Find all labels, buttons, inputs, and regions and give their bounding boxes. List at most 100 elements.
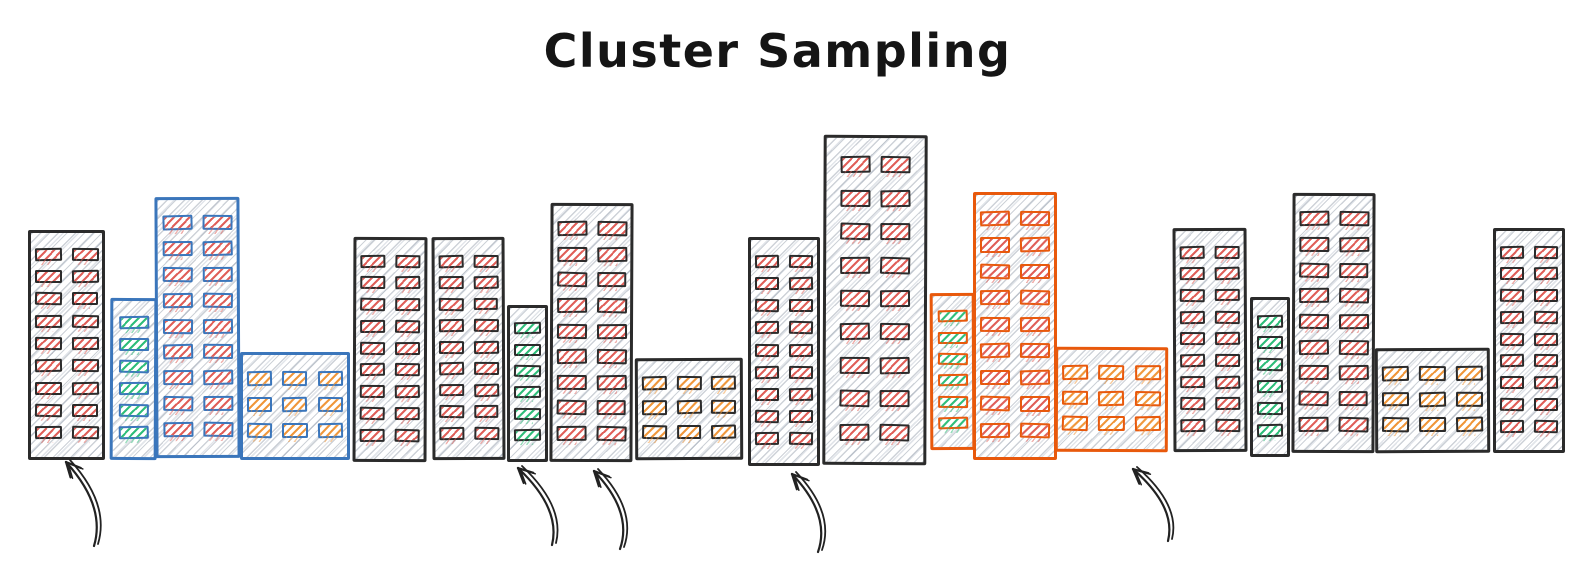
building-7 bbox=[507, 305, 548, 462]
window bbox=[840, 189, 871, 207]
window bbox=[1214, 245, 1240, 259]
building-6 bbox=[431, 236, 506, 461]
window bbox=[162, 266, 193, 283]
window bbox=[34, 359, 62, 373]
window bbox=[439, 383, 464, 397]
window bbox=[246, 370, 273, 387]
window bbox=[1338, 391, 1368, 407]
window bbox=[317, 422, 344, 439]
window bbox=[513, 386, 542, 399]
window bbox=[840, 155, 871, 174]
window bbox=[1179, 288, 1205, 302]
window bbox=[596, 400, 626, 416]
window bbox=[1180, 397, 1206, 411]
window bbox=[1179, 267, 1205, 280]
building-8 bbox=[549, 202, 634, 463]
window bbox=[71, 404, 98, 421]
window bbox=[202, 421, 234, 437]
window bbox=[1179, 245, 1205, 259]
window bbox=[162, 370, 193, 386]
window bbox=[676, 400, 702, 415]
window bbox=[1298, 416, 1329, 432]
window bbox=[1019, 343, 1051, 359]
window bbox=[879, 323, 910, 341]
window bbox=[162, 292, 193, 309]
window bbox=[473, 254, 498, 268]
window bbox=[839, 323, 871, 341]
window bbox=[394, 428, 420, 442]
window bbox=[788, 343, 814, 357]
window bbox=[1533, 267, 1559, 281]
window bbox=[557, 246, 587, 262]
window bbox=[1533, 245, 1559, 259]
window bbox=[1256, 401, 1284, 415]
window bbox=[359, 341, 386, 355]
window bbox=[162, 343, 193, 360]
window bbox=[1019, 289, 1051, 306]
window bbox=[676, 376, 702, 391]
window bbox=[473, 275, 498, 289]
window bbox=[1019, 422, 1051, 439]
building-2-blue-cluster bbox=[109, 297, 158, 461]
window bbox=[788, 387, 814, 402]
window bbox=[1179, 353, 1206, 367]
window bbox=[394, 407, 420, 420]
window bbox=[1098, 415, 1125, 431]
window bbox=[1338, 339, 1369, 355]
window bbox=[162, 421, 194, 437]
window bbox=[473, 318, 499, 332]
window bbox=[840, 256, 871, 274]
window bbox=[839, 289, 871, 308]
window bbox=[788, 432, 814, 446]
window bbox=[980, 369, 1010, 390]
building-19 bbox=[1493, 228, 1565, 453]
window bbox=[979, 396, 1011, 413]
window bbox=[1338, 211, 1369, 227]
window bbox=[162, 241, 193, 257]
window bbox=[754, 343, 780, 357]
window bbox=[282, 370, 308, 386]
window bbox=[394, 319, 421, 333]
window bbox=[979, 210, 1011, 227]
window bbox=[880, 189, 911, 208]
window bbox=[247, 396, 273, 417]
window bbox=[282, 396, 308, 413]
window bbox=[1061, 364, 1089, 381]
window bbox=[1338, 262, 1369, 278]
window bbox=[395, 298, 421, 311]
window bbox=[979, 342, 1011, 360]
window bbox=[34, 426, 62, 440]
window bbox=[937, 416, 968, 430]
window bbox=[118, 337, 149, 351]
window bbox=[937, 374, 968, 388]
window bbox=[596, 221, 627, 237]
window bbox=[1298, 390, 1329, 407]
window bbox=[711, 400, 737, 415]
window bbox=[754, 409, 780, 424]
window bbox=[1381, 391, 1410, 407]
window bbox=[1499, 288, 1525, 303]
window bbox=[1381, 366, 1410, 382]
building-18 bbox=[1374, 347, 1491, 454]
window bbox=[1180, 375, 1206, 389]
window bbox=[1299, 236, 1329, 252]
window bbox=[1134, 390, 1162, 406]
window bbox=[1019, 316, 1051, 333]
window bbox=[789, 410, 813, 427]
window bbox=[596, 348, 627, 365]
window bbox=[202, 292, 233, 308]
window bbox=[1215, 353, 1241, 367]
window bbox=[1500, 267, 1524, 284]
window bbox=[360, 254, 386, 268]
window bbox=[161, 215, 193, 231]
window bbox=[1455, 365, 1484, 382]
window bbox=[34, 292, 62, 306]
window bbox=[1020, 263, 1050, 284]
building-14-orange-cluster bbox=[1054, 346, 1169, 453]
window bbox=[879, 423, 910, 442]
window bbox=[473, 426, 499, 440]
window bbox=[1179, 332, 1206, 345]
window bbox=[360, 297, 386, 312]
window bbox=[1337, 416, 1368, 433]
window bbox=[1019, 210, 1051, 227]
